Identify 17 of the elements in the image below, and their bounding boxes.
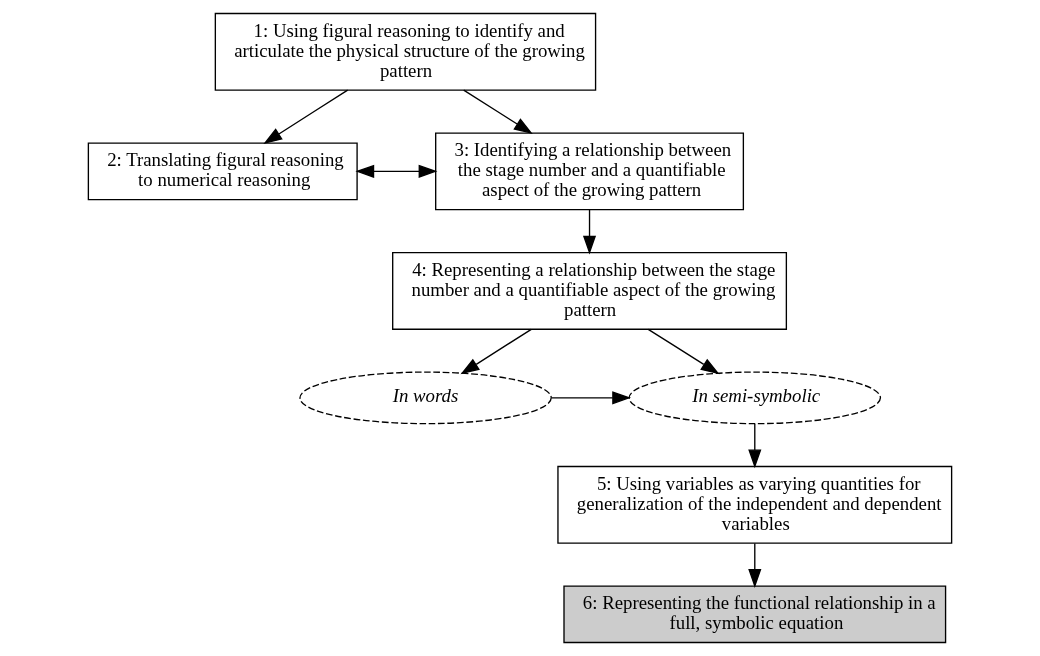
arrow (460, 328, 532, 375)
node-ellipse: In words (299, 371, 552, 425)
node-box: 3: Identifying a relationship between the stage number and a quantifiable aspect of the growing pattern (435, 132, 745, 211)
node-box: 1: Using figural reasoning to identify and articulate the physical structure of the growing pattern (214, 12, 597, 91)
arrow (355, 164, 438, 178)
node-box: 6: Representing the functional relationship in a full, symbolic equation (563, 585, 947, 644)
arrow (550, 391, 632, 405)
node-box: 2: Translating figural reasoning to numerical reasoning (87, 142, 358, 201)
arrow (263, 89, 349, 144)
arrow (463, 89, 533, 134)
node-ellipse: In semi-symbolic (628, 371, 882, 425)
arrow (748, 542, 762, 588)
arrow (748, 423, 762, 469)
arrow (582, 209, 597, 255)
arrow (647, 328, 720, 375)
node-box: 4: Representing a relationship between the stage number and a quantifiable aspect of the growing pattern (392, 251, 788, 330)
node-box: 5: Using variables as varying quantities for generalization of the independent and dependent variables (557, 465, 953, 544)
